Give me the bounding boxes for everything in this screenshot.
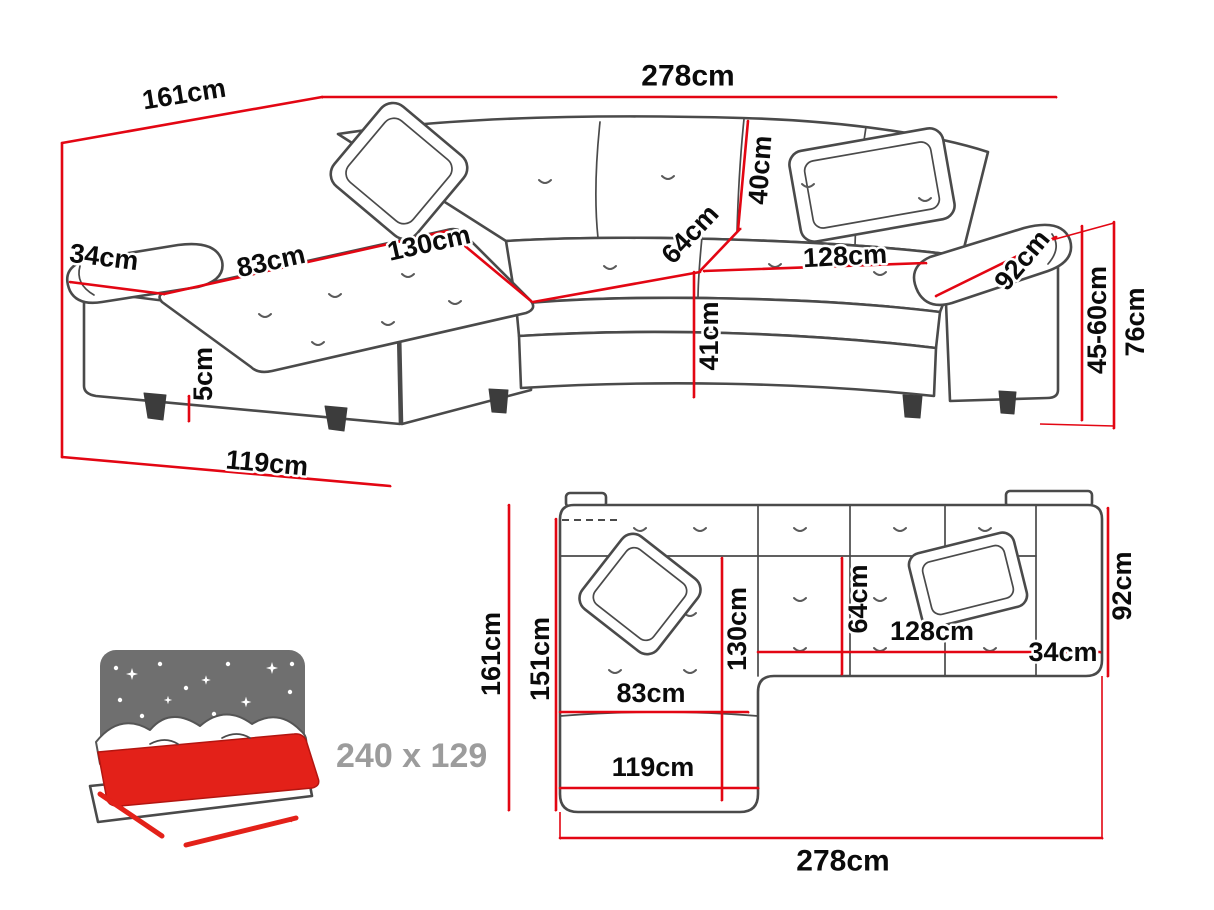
sofa-leg bbox=[902, 394, 923, 419]
dim-armrest-height-label: 45-60cm bbox=[1082, 266, 1112, 374]
unfold-arrow-left bbox=[97, 791, 165, 839]
dim-total-width-label: 278cm bbox=[641, 60, 734, 93]
sofa-base-front bbox=[517, 330, 938, 398]
plan-pillow-left bbox=[578, 532, 702, 656]
stars bbox=[113, 661, 295, 725]
plan-usable-depth-label: 151cm bbox=[525, 617, 555, 701]
unfold-arrow-front bbox=[183, 815, 299, 848]
pillow-left bbox=[329, 101, 469, 241]
plan-chaise-seat-width-label: 83cm bbox=[616, 678, 685, 708]
perspective-dimension-lines bbox=[62, 97, 1116, 486]
bed-icon bbox=[88, 650, 320, 848]
sleeping-area-size-label: 240 x 129 bbox=[336, 737, 487, 775]
dim-seat-height-label: 41cm bbox=[694, 301, 724, 370]
sofa-leg bbox=[488, 388, 509, 414]
plan-pillow-right bbox=[907, 531, 1029, 629]
bed-mattress bbox=[97, 733, 320, 807]
sofa-leg bbox=[143, 392, 167, 421]
sleeping-function: 240 x 129 bbox=[88, 650, 489, 848]
top-view: 161cm 151cm 130cm 64cm 128cm 34cm 92cm 8… bbox=[474, 489, 1140, 880]
plan-seat-depth-label: 64cm bbox=[843, 564, 873, 633]
plan-dimension-lines bbox=[509, 503, 1110, 838]
sofa-leg bbox=[998, 390, 1017, 415]
dim-leg-height-label: 5cm bbox=[188, 347, 218, 401]
dim-back-cushion-height-label: 40cm bbox=[743, 135, 778, 206]
plan-dimension-labels: 161cm 151cm 130cm 64cm 128cm 34cm 92cm 8… bbox=[474, 549, 1140, 880]
dim-side-depth-label: 161cm bbox=[140, 73, 228, 116]
pillow-right bbox=[788, 127, 956, 243]
plan-total-width-label: 278cm bbox=[796, 845, 889, 878]
perspective-view: 278cm 161cm 40cm 34cm 83cm 130cm 64cm 12… bbox=[62, 57, 1153, 487]
plan-total-depth-label: 161cm bbox=[476, 612, 506, 696]
dim-total-height-label: 76cm bbox=[1120, 287, 1150, 356]
plan-armrest-width-label: 34cm bbox=[1028, 637, 1097, 667]
plan-right-depth-label: 92cm bbox=[1107, 551, 1137, 620]
plan-chaise-length-label: 130cm bbox=[722, 587, 752, 671]
dim-chaise-front-width-label: 119cm bbox=[225, 444, 310, 481]
dim-seat-width-label: 128cm bbox=[802, 239, 888, 273]
plan-chaise-front-width-label: 119cm bbox=[612, 752, 695, 782]
plan-seat-width-label: 128cm bbox=[890, 616, 974, 646]
sofa-leg bbox=[324, 405, 348, 432]
